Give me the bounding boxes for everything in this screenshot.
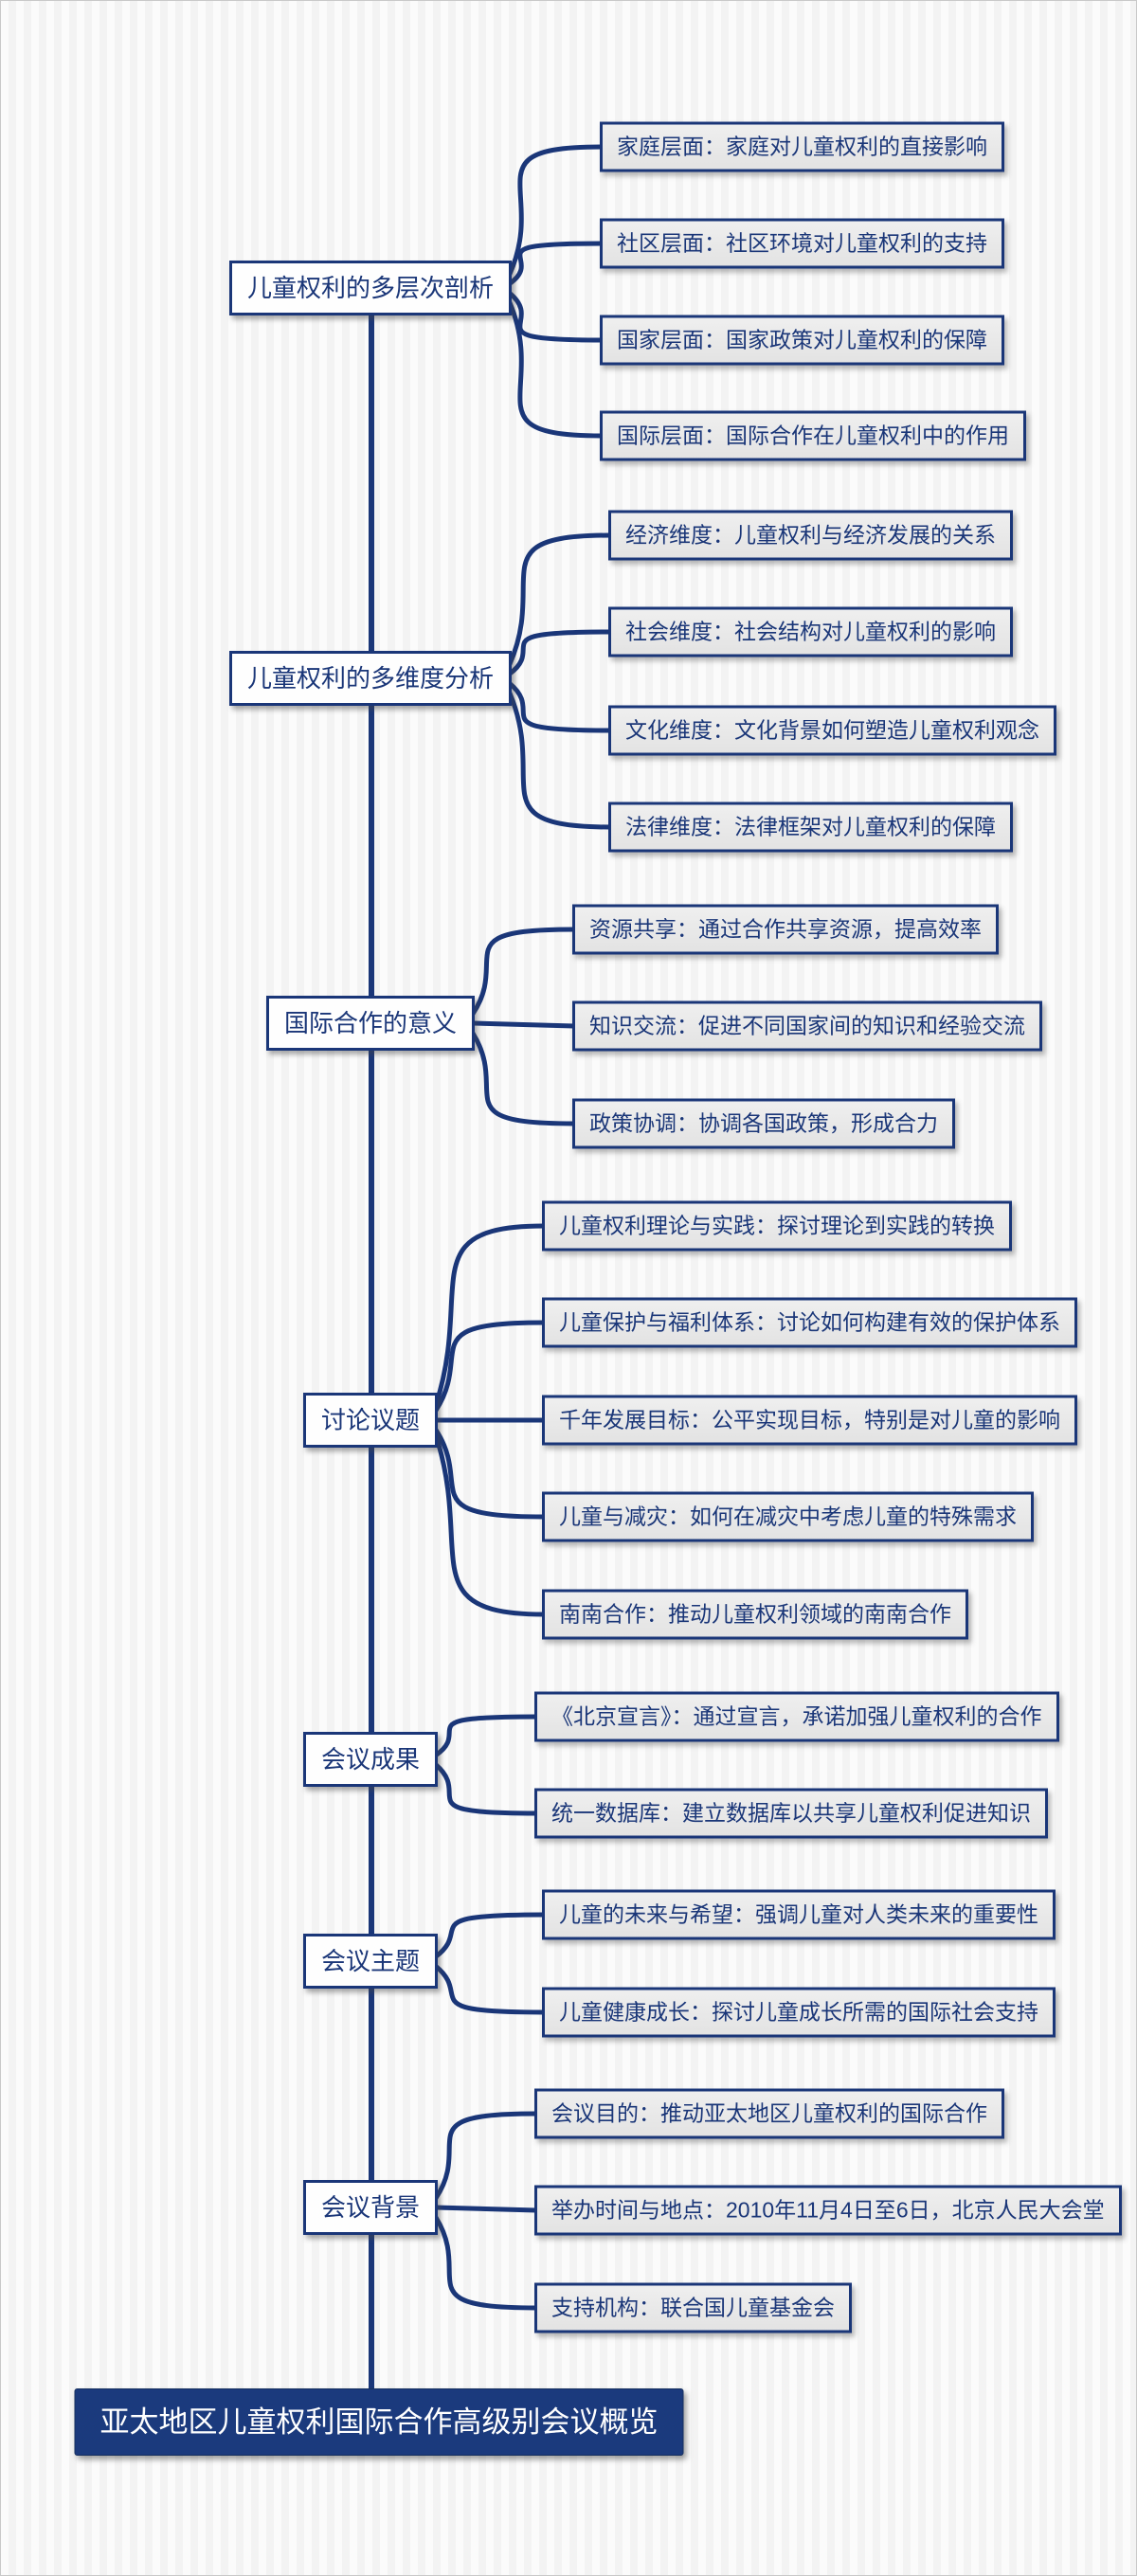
topic-node[interactable]: 讨论议题 [302, 1393, 439, 1448]
branch-connector [433, 1912, 547, 1959]
child-node[interactable]: 儿童健康成长：探讨儿童成长所需的国际社会支持 [542, 1987, 1056, 2038]
child-node[interactable]: 政策协调：协调各国政策，形成合力 [572, 1098, 955, 1149]
topic-node[interactable]: 会议背景 [302, 2180, 439, 2235]
branch-connector [433, 1427, 547, 1520]
child-node[interactable]: 儿童与减灾：如何在减灾中考虑儿童的特殊需求 [542, 1491, 1034, 1542]
branch-connector [433, 1762, 539, 1816]
child-node[interactable]: 社区层面：社区环境对儿童权利的支持 [600, 218, 1004, 269]
branch-connector [470, 1020, 577, 1029]
child-node[interactable]: 文化维度：文化背景如何塑造儿童权利观念 [608, 705, 1056, 756]
branch-connector [433, 2205, 539, 2213]
child-node[interactable]: 儿童保护与福利体系：讨论如何构建有效的保护体系 [542, 1297, 1077, 1348]
branch-connector [433, 1432, 547, 1617]
child-node[interactable]: 统一数据库：建立数据库以共享儿童权利促进知识 [534, 1788, 1048, 1839]
topic-node[interactable]: 会议成果 [302, 1732, 439, 1787]
branch-connector [433, 2111, 539, 2201]
child-node[interactable]: 家庭层面：家庭对儿童权利的直接影响 [600, 121, 1004, 172]
child-node[interactable]: 南南合作：推动儿童权利领域的南南合作 [542, 1589, 968, 1640]
child-node[interactable]: 社会维度：社会结构对儿童权利的影响 [608, 606, 1013, 658]
branch-connector [507, 241, 605, 286]
topic-node[interactable]: 会议主题 [302, 1934, 439, 1989]
topic-node[interactable]: 国际合作的意义 [265, 996, 476, 1051]
child-node[interactable]: 知识交流：促进不同国家间的知识和经验交流 [572, 1000, 1042, 1052]
child-node[interactable]: 国际层面：国际合作在儿童权利中的作用 [600, 410, 1026, 461]
child-node[interactable]: 儿童的未来与希望：强调儿童对人类未来的重要性 [542, 1889, 1056, 1940]
child-node[interactable]: 儿童权利理论与实践：探讨理论到实践的转换 [542, 1200, 1012, 1252]
branch-connector [433, 1963, 547, 2015]
child-node[interactable]: 支持机构：联合国儿童基金会 [534, 2282, 852, 2333]
branch-connector [507, 532, 613, 667]
child-node[interactable]: 法律维度：法律框架对儿童权利的保障 [608, 802, 1013, 853]
branch-connector [433, 1223, 547, 1408]
topic-node[interactable]: 儿童权利的多维度分析 [228, 651, 513, 706]
topic-node[interactable]: 儿童权利的多层次剖析 [228, 261, 513, 315]
branch-connector [470, 1031, 577, 1126]
child-node[interactable]: 举办时间与地点：2010年11月4日至6日，北京人民大会堂 [534, 2185, 1122, 2236]
branch-connector [507, 144, 605, 277]
branch-connector [507, 681, 613, 733]
branch-connector [433, 1714, 539, 1757]
branch-connector [507, 300, 605, 439]
branch-connector [507, 291, 605, 343]
child-node[interactable]: 千年发展目标：公平实现目标，特别是对儿童的影响 [542, 1395, 1077, 1446]
branch-connector [470, 927, 577, 1017]
child-node[interactable]: 资源共享：通过合作共享资源，提高效率 [572, 904, 999, 955]
child-node[interactable]: 会议目的：推动亚太地区儿童权利的国际合作 [534, 2088, 1004, 2139]
branch-connector [507, 691, 613, 830]
child-node[interactable]: 国家层面：国家政策对儿童权利的保障 [600, 315, 1004, 366]
child-node[interactable]: 《北京宣言》：通过宣言，承诺加强儿童权利的合作 [534, 1691, 1059, 1742]
root-topic-node[interactable]: 亚太地区儿童权利国际合作高级别会议概览 [74, 2388, 684, 2456]
branch-connector [433, 1320, 547, 1414]
branch-connector [433, 2215, 539, 2311]
child-node[interactable]: 经济维度：儿童权利与经济发展的关系 [608, 510, 1013, 561]
branch-connector [507, 629, 613, 676]
